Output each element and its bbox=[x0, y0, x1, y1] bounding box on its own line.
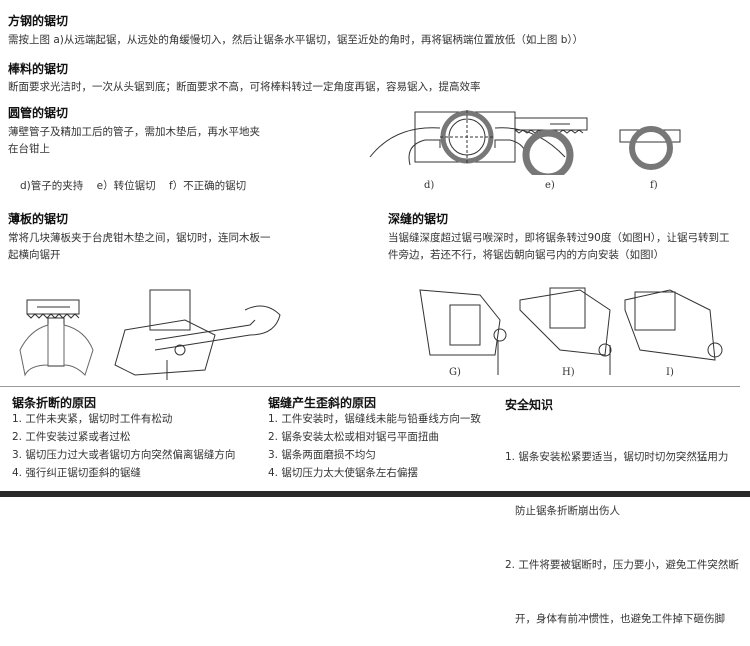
thin-plate-figure bbox=[19, 289, 281, 380]
round-pipe-title: 圆管的锯切 bbox=[8, 106, 69, 120]
bottom-bar bbox=[0, 491, 750, 497]
round-pipe-text: 薄壁管子及精加工后的管子，需加木垫后，再水平地夹 在台钳上 bbox=[8, 124, 260, 158]
deep-slot-figure bbox=[419, 287, 723, 375]
list-item: 1. 锯条安装松紧要适当，锯切时切勿突然猛用力 bbox=[505, 451, 729, 463]
text-line: 在台钳上 bbox=[8, 143, 50, 155]
list-item: 开，身体有前冲惯性，也避免工件掉下砸伤脚 bbox=[505, 613, 726, 625]
pipe-clamping-figure bbox=[369, 110, 681, 175]
list-item: 4. 强行纠正锯切歪斜的锯缝 bbox=[12, 467, 141, 479]
text-line: 薄壁管子及精加工后的管子，需加木垫后，再水平地夹 bbox=[8, 126, 260, 138]
square-steel-text: 需按上图 a)从远端起锯，从远处的角缓慢切入，然后让锯条水平锯切，锯至近处的角时… bbox=[8, 34, 584, 46]
section-divider bbox=[0, 386, 740, 387]
fig-label-f: f) bbox=[650, 180, 658, 191]
square-steel-title: 方钢的锯切 bbox=[8, 14, 69, 28]
safety-title: 安全知识 bbox=[505, 398, 554, 412]
kerf-skew-list: 1. 工件安装时，锯缝线未能与铅垂线方向一致 2. 锯条安装太松或相对锯弓平面扭… bbox=[268, 410, 481, 482]
blade-break-title: 锯条折断的原因 bbox=[12, 396, 97, 410]
list-item: 防止锯条折断崩出伤人 bbox=[505, 505, 621, 517]
fig-label-g: G) bbox=[449, 367, 461, 378]
caption-e: e）转位锯切 bbox=[96, 180, 156, 192]
caption-d: d)管子的夹持 bbox=[20, 180, 84, 192]
bar-stock-text: 断面要求光洁时，一次从头锯到底；断面要求不高，可将棒料转过一定角度再锯，容易锯入… bbox=[8, 81, 481, 93]
fig-label-e: e) bbox=[545, 180, 555, 191]
text-line: 常将几块薄板夹于台虎钳木垫之间，锯切时，连同木板一 bbox=[8, 232, 271, 244]
text-line: 起横向锯开 bbox=[8, 249, 61, 261]
thin-plate-text: 常将几块薄板夹于台虎钳木垫之间，锯切时，连同木板一 起横向锯开 bbox=[8, 230, 271, 264]
list-item: 2. 工件将要被锯断时，压力要小，避免工件突然断 bbox=[505, 559, 739, 571]
fig-label-i: I) bbox=[666, 367, 674, 378]
list-item: 3. 锯切压力过大或者锯切方向突然偏离锯缝方向 bbox=[12, 449, 236, 461]
blade-break-list: 1. 工件未夹紧，锯切时工件有松动 2. 工件安装过紧或者过松 3. 锯切压力过… bbox=[12, 410, 235, 482]
fig-label-h: H) bbox=[562, 367, 575, 378]
pipe-captions: d)管子的夹持 e）转位锯切 f）不正确的锯切 bbox=[20, 178, 246, 195]
caption-f: f）不正确的锯切 bbox=[168, 180, 247, 192]
fig-label-d: d) bbox=[424, 180, 435, 191]
list-item: 1. 工件安装时，锯缝线未能与铅垂线方向一致 bbox=[268, 413, 481, 425]
list-item: 2. 工件安装过紧或者过松 bbox=[12, 431, 131, 443]
safety-list: 1. 锯条安装松紧要适当，锯切时切勿突然猛用力 防止锯条折断崩出伤人 2. 工件… bbox=[505, 412, 739, 646]
thin-plate-title: 薄板的锯切 bbox=[8, 212, 69, 226]
list-item: 3. 锯条两面磨损不均匀 bbox=[268, 449, 376, 461]
kerf-skew-title: 锯缝产生歪斜的原因 bbox=[268, 396, 377, 410]
deep-slot-text: 当锯缝深度超过锯弓喉深时，即将锯条转过90度（如图H），让锯弓转到工 件旁边，若… bbox=[388, 230, 730, 264]
deep-slot-title: 深缝的锯切 bbox=[388, 212, 449, 226]
text-line: 当锯缝深度超过锯弓喉深时，即将锯条转过90度（如图H），让锯弓转到工 bbox=[388, 232, 730, 244]
list-item: 2. 锯条安装太松或相对锯弓平面扭曲 bbox=[268, 431, 439, 443]
list-item: 4. 锯切压力太大使锯条左右偏摆 bbox=[268, 467, 418, 479]
bar-stock-title: 棒料的锯切 bbox=[8, 62, 69, 76]
list-item: 1. 工件未夹紧，锯切时工件有松动 bbox=[12, 413, 173, 425]
text-line: 件旁边，若还不行，将锯齿朝向锯弓内的方向安装（如图I） bbox=[388, 249, 665, 261]
